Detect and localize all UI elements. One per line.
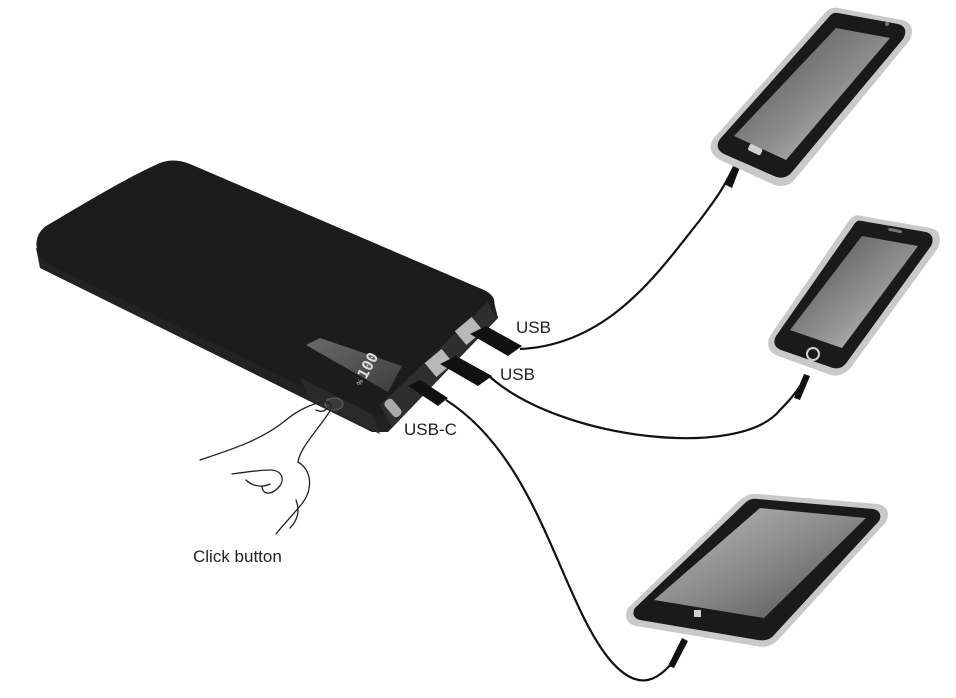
phone-middle-home-button — [806, 347, 820, 361]
cables — [445, 177, 801, 682]
phone-middle-speaker — [888, 227, 902, 234]
usb-port-top — [454, 317, 484, 345]
label-click-button: Click button — [193, 547, 282, 566]
power-button[interactable] — [324, 397, 344, 411]
usb-plugs — [408, 160, 810, 668]
phone-plug-middle — [794, 374, 810, 400]
label-usb-middle: USB — [500, 365, 535, 384]
usb-c-plug — [408, 380, 448, 406]
phone-middle-screen — [790, 236, 918, 348]
lcd-percent-sign: % — [356, 378, 365, 387]
label-usb-top: USB — [516, 318, 551, 337]
power-bank: 100 % — [36, 160, 498, 434]
phone-top — [710, 7, 912, 186]
phone-bottom — [626, 493, 888, 647]
phone-bottom-screen — [654, 508, 866, 618]
usb-plug-middle — [440, 356, 492, 386]
phone-top-home-button — [748, 144, 763, 156]
phone-top-screen — [734, 28, 890, 160]
label-usb-c: USB-C — [404, 420, 457, 439]
usb-c-port — [384, 398, 402, 418]
phone-middle — [768, 215, 940, 376]
usb-plug-top — [470, 326, 522, 356]
power-bank-top — [36, 160, 495, 418]
usb-port-middle — [424, 349, 454, 377]
cable-usb-c — [445, 399, 681, 682]
hand-icon — [199, 400, 332, 535]
cable-usb-top — [519, 177, 729, 351]
phone-bottom-home-button — [694, 610, 701, 617]
phone-plug-bottom — [668, 638, 688, 668]
phone-top-camera — [885, 22, 889, 26]
lcd-display — [306, 338, 402, 392]
cable-usb-middle — [488, 375, 801, 440]
